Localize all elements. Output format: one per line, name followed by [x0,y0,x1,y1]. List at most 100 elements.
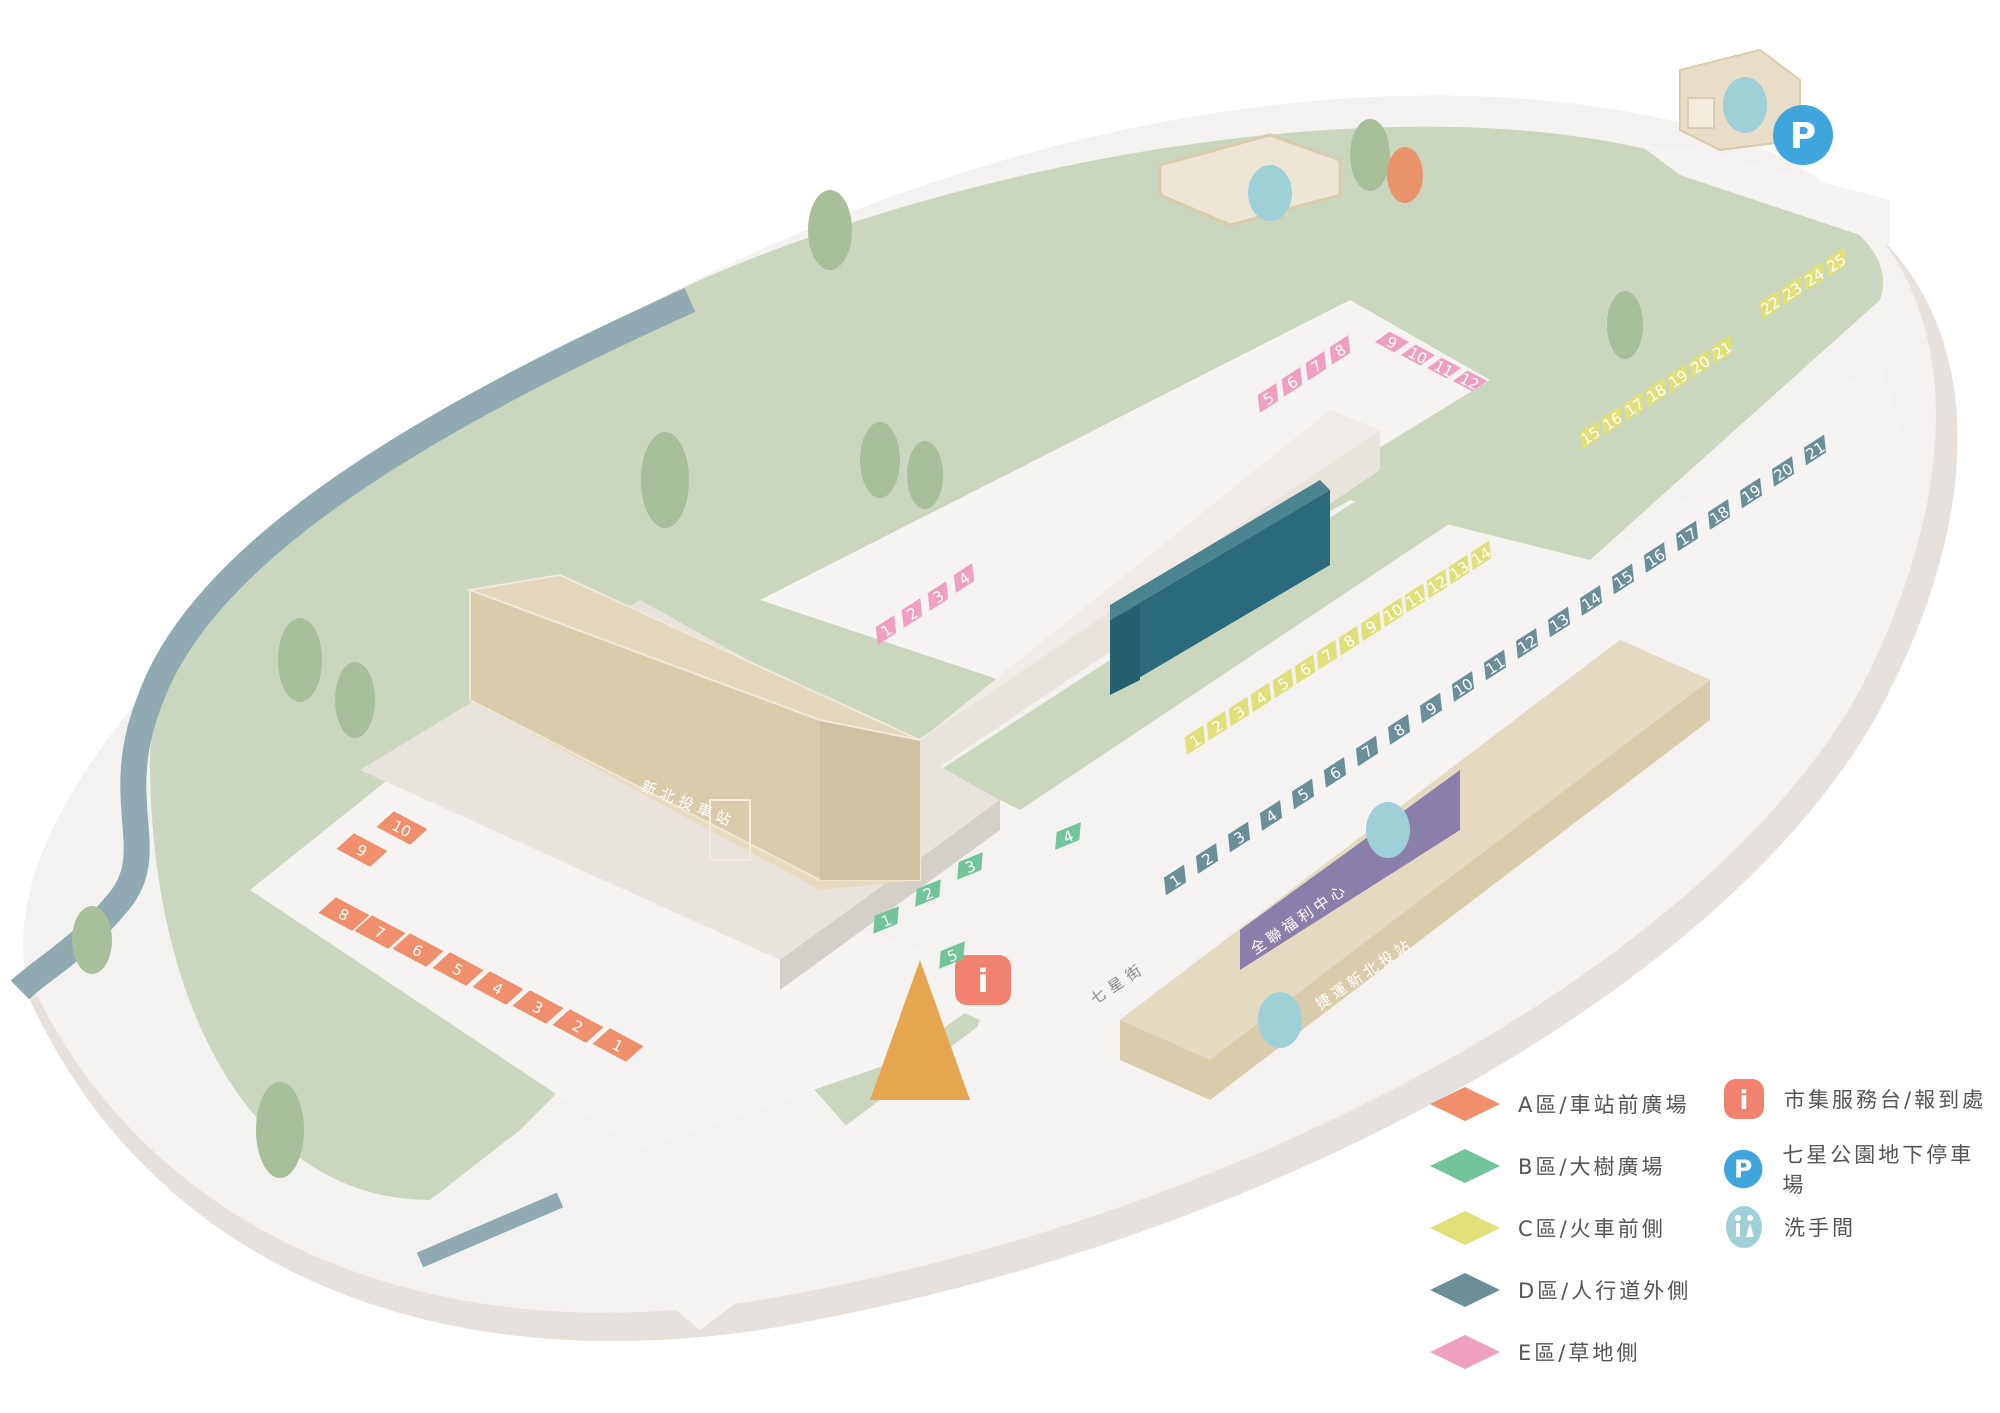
tree [860,422,900,498]
tree [72,906,112,974]
platform-building-top [920,410,1380,740]
stall: 9 [1375,331,1409,353]
stall-shape [392,933,444,967]
tree [907,441,943,509]
legend-label: C區/火車前側 [1518,1217,1666,1241]
stall-shape [915,879,941,907]
tree [1387,147,1423,203]
stall: 1 [875,615,897,645]
stall-shape [875,615,897,645]
stall-shape [939,941,965,969]
stall-shape [1257,383,1279,413]
stall-shape [1483,649,1507,681]
stall: 7 [1316,639,1338,670]
stall-shape [1355,735,1379,767]
stall: 9 [336,833,388,867]
zone-a-swatch [1430,1087,1500,1121]
stall-shape [376,811,428,845]
stall-shape [1228,696,1250,727]
stall: 5 [1257,383,1279,413]
legend-label: E區/草地側 [1518,1341,1641,1365]
zone-c-swatch [1430,1211,1500,1245]
train-car [1110,480,1330,695]
stall: 1 [873,906,899,934]
stall-shape [1739,477,1763,509]
stall-shape [1419,692,1443,724]
legend-label: 市集服務台/報到處 [1784,1088,1987,1112]
stall-shape [1675,520,1699,552]
stall-shape [1184,725,1206,755]
tree [1350,119,1390,191]
legend-label: B區/大樹廣場 [1518,1155,1666,1179]
svg-text:i: i [1740,1086,1749,1116]
legend-zone-b: B區/大樹廣場 [1430,1149,1665,1183]
stall-shape [1643,542,1667,573]
stall-shape [592,1028,644,1062]
info-icon: i [955,955,1011,1005]
stall: 6 [1281,367,1303,397]
stall-shape [1579,420,1601,450]
stall-shape [1163,864,1187,896]
stall-shape [1601,405,1623,436]
stall-shape [1579,585,1603,616]
stall: 4 [1055,822,1081,850]
stall: 3 [927,581,949,611]
stall-shape [1323,757,1347,788]
stall: 5 [1272,668,1294,699]
svg-text:P: P [1790,116,1816,157]
stall-shape [354,915,406,949]
stall: 1 [592,1028,644,1062]
stall: 6 [392,933,444,967]
stall-shape [1382,597,1404,628]
stall: 8 [318,897,370,931]
stall: 2 [915,879,941,907]
stall: 7 [1305,351,1327,381]
stall-shape [1771,456,1795,487]
stall: 4 [953,563,975,593]
stall: 3 [957,852,983,880]
stall: 5 [939,941,965,969]
svg-text:P: P [1734,1155,1752,1184]
stall-shape [953,563,975,593]
grass-inner [940,440,1530,810]
legend-label: 洗手間 [1784,1216,1856,1240]
stall-shape [1360,611,1382,642]
parking-icon: P [1773,105,1833,165]
restroom-icon [1248,77,1767,1048]
legend-zone-a: A區/車站前廣場 [1430,1087,1689,1121]
stall-shape [1272,668,1294,699]
stall: 7 [1355,735,1379,767]
tree [1607,291,1643,359]
legend-label: D區/人行道外側 [1518,1279,1692,1303]
tree [641,432,689,528]
stall-shape [1206,710,1228,741]
tree [256,1082,304,1178]
stall-shape [552,1009,604,1043]
stall-shape [1338,625,1360,656]
stall-shape [318,897,370,931]
tree [335,662,375,738]
legend-label: A區/車站前廣場 [1518,1093,1690,1117]
stall: 8 [1338,625,1360,656]
stall: 6 [1323,757,1347,788]
stall-shape [1453,370,1487,392]
stall-shape [1667,363,1689,394]
stall: 4 [1250,682,1272,713]
legend-info: i 市集服務台/報到處 [1722,1077,1986,1121]
legend-zone-e: E區/草地側 [1430,1335,1640,1369]
svg-text:i: i [978,962,989,1000]
stall-shape [901,598,923,628]
stall: 6 [1294,654,1316,684]
stall: 7 [354,915,406,949]
stall: 5 [432,952,484,986]
parking-icon: P [1723,1149,1763,1189]
stall-shape [1689,349,1711,379]
stall-shape [336,833,388,867]
legend-restroom: 洗手間 [1722,1205,1856,1249]
stall-shape [1259,800,1283,831]
stall: 4 [472,971,524,1005]
restroom-building [1158,133,1342,227]
stall-shape [1387,714,1411,745]
stall: 2 [552,1009,604,1043]
